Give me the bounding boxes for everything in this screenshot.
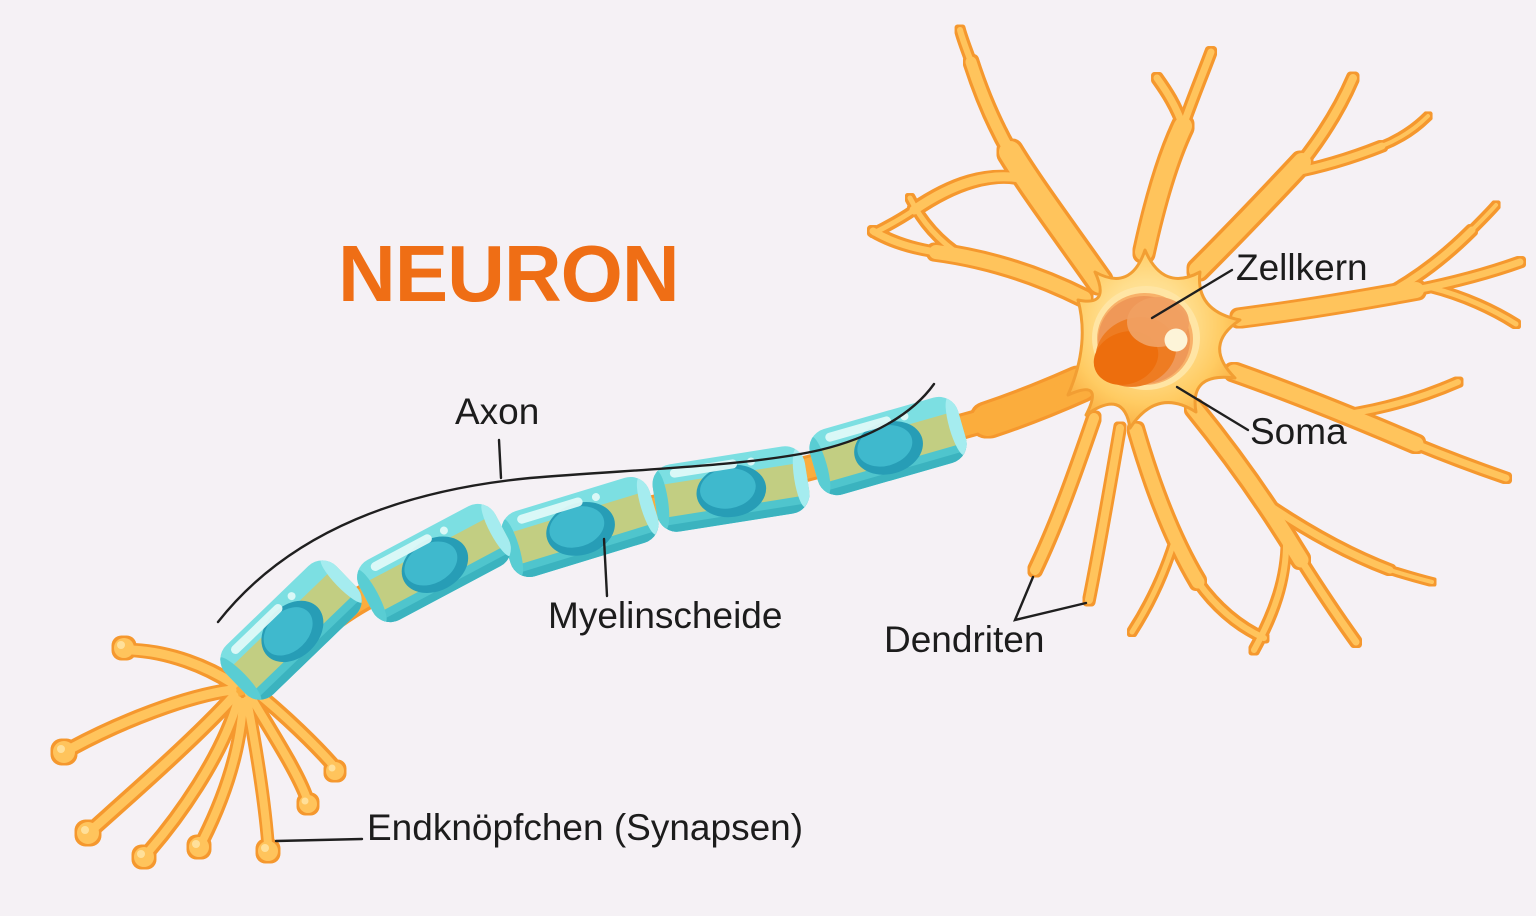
label-soma: Soma <box>1250 411 1347 452</box>
label-axon: Axon <box>455 391 540 432</box>
synapse-bulbs <box>53 638 344 867</box>
diagram-title: NEURON <box>338 229 680 318</box>
myelin-segment-3 <box>495 472 664 583</box>
leader-lines <box>216 268 1250 843</box>
myelin-segment-4 <box>349 496 519 629</box>
label-myelinscheide: Myelinscheide <box>548 595 783 636</box>
dendriten-leader-lines <box>1012 575 1088 622</box>
axon-leader-tick <box>497 438 503 480</box>
nucleus-highlight <box>1164 328 1188 352</box>
label-zellkern: Zellkern <box>1236 247 1368 288</box>
nucleus-shape <box>1092 286 1200 390</box>
endknoepfchen-leader-line <box>274 837 364 843</box>
label-dendriten: Dendriten <box>884 619 1045 660</box>
synapse-bulb-highlights <box>57 641 336 858</box>
axon-leader-curve <box>216 382 936 624</box>
dendrite-branches <box>869 27 1524 653</box>
soma-leader-line <box>1175 385 1250 432</box>
synapse-terminals <box>67 645 336 854</box>
label-endknoepfchen: Endknöpfchen (Synapsen) <box>367 807 804 848</box>
zellkern-leader-line <box>1150 268 1234 320</box>
myelin-segment-1 <box>804 392 973 500</box>
myelin-leader-line <box>602 537 609 598</box>
